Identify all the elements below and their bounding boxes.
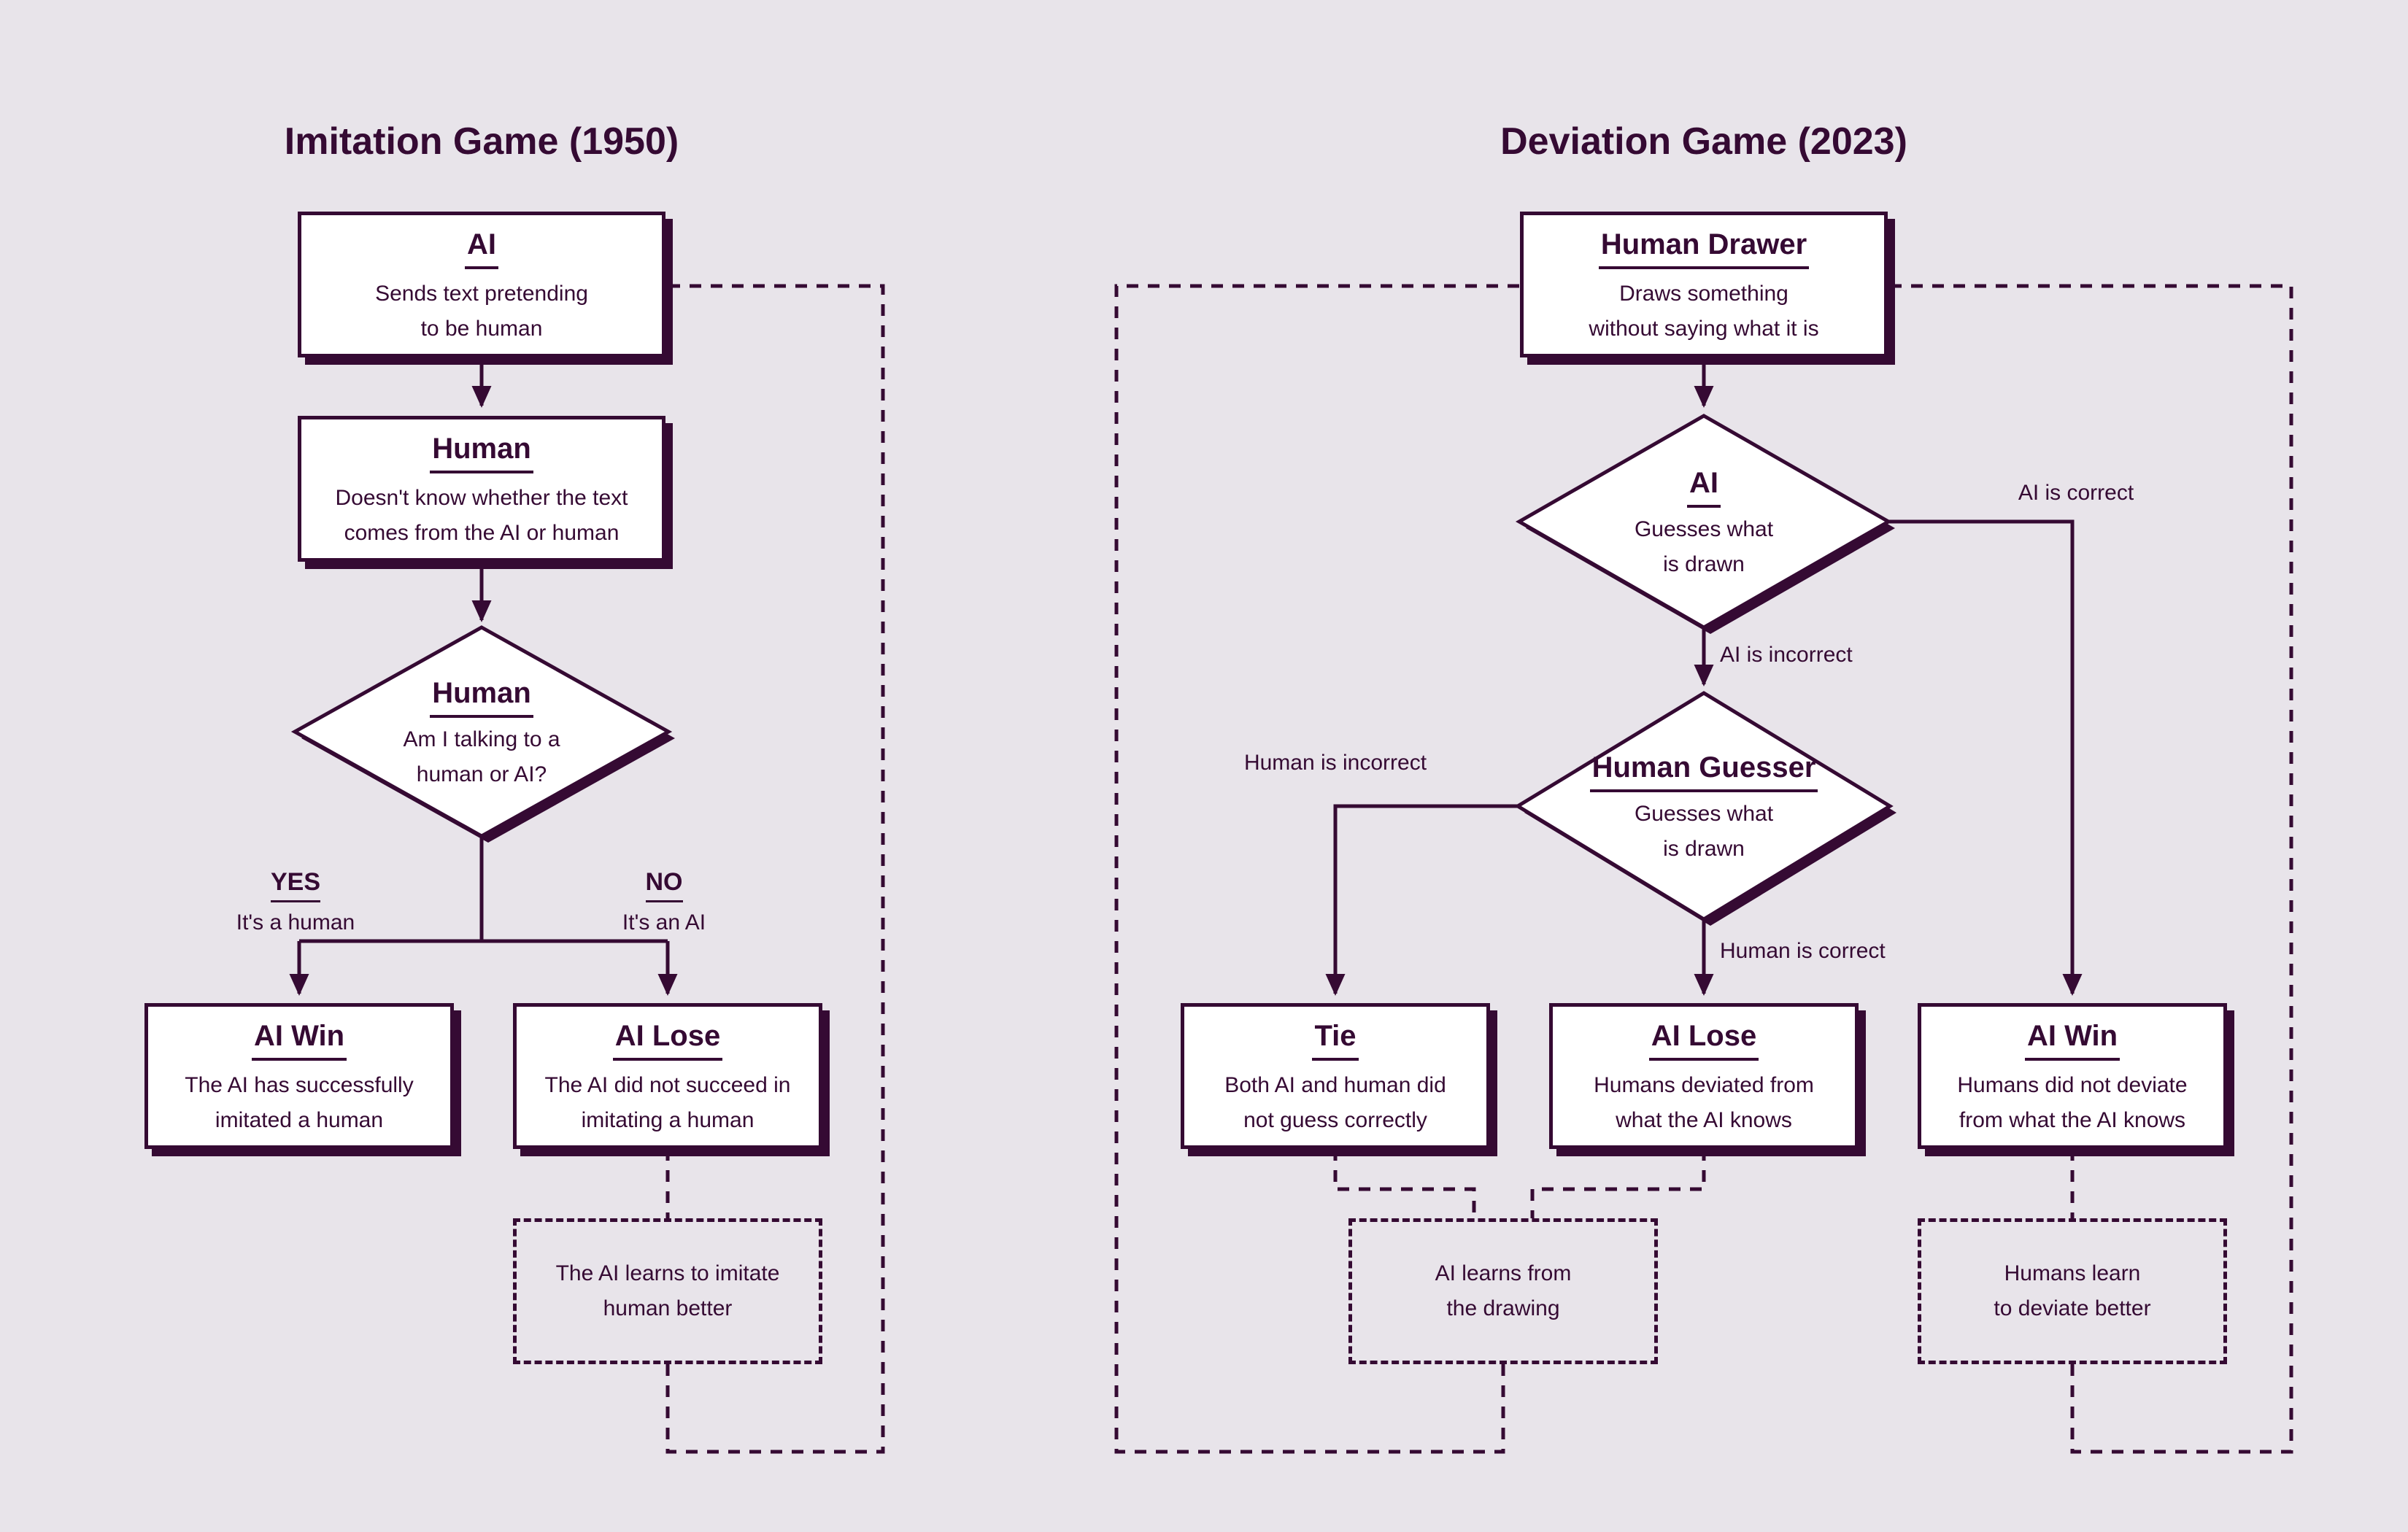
box-right-tie-body: Both AI and human did not guess correctl… xyxy=(1224,1073,1446,1132)
diamond-left-human-body: Am I talking to a human or AI? xyxy=(403,727,560,786)
box-left-ai-learns: The AI learns to imitate human better xyxy=(513,1218,822,1364)
diamond-human-guesser-label: Human Guesser Guesses what is drawn xyxy=(1518,693,1890,919)
box-right-human-drawer-heading: Human Drawer xyxy=(1598,228,1810,269)
box-left-human-heading: Human xyxy=(430,433,533,473)
right-tie-to-ailearn xyxy=(1333,1149,1476,1218)
branch-label-human-incorrect: Human is incorrect xyxy=(1243,751,1427,775)
branch-label-ai-correct: AI is correct xyxy=(2018,481,2134,505)
box-left-ai-learns-body: The AI learns to imitate human better xyxy=(555,1261,780,1320)
box-right-humans-learn-body: Humans learn to deviate better xyxy=(1994,1261,2151,1320)
branch-label-yes-title: YES xyxy=(270,868,321,902)
box-right-tie-heading: Tie xyxy=(1312,1020,1359,1061)
arrow-aicorrect-to-aiwin xyxy=(1888,519,2083,996)
branch-label-no-title: NO xyxy=(645,868,683,902)
box-right-human-drawer: Human Drawer Draws something without say… xyxy=(1520,212,1888,357)
branch-label-yes-sub: It's a human xyxy=(236,910,355,935)
box-left-human: Human Doesn't know whether the text come… xyxy=(298,416,665,562)
arrow-humanincorrect-to-tie xyxy=(1325,804,1518,996)
box-left-ai-win: AI Win The AI has successfully imitated … xyxy=(144,1003,454,1149)
branch-label-ai-incorrect: AI is incorrect xyxy=(1720,643,1853,667)
diamond-ai-guesser-label: AI Guesses what is drawn xyxy=(1519,416,1888,627)
diamond-left-human-label: Human Am I talking to a human or AI? xyxy=(295,627,668,836)
box-left-ai: AI Sends text pretending to be human xyxy=(298,212,665,357)
box-left-ai-win-body: The AI has successfully imitated a human xyxy=(185,1073,414,1132)
box-right-ai-win-body: Humans did not deviate from what the AI … xyxy=(1957,1073,2188,1132)
right-diagram-title: Deviation Game (2023) xyxy=(1500,120,1907,163)
decision-diamond-ai-guesser xyxy=(1515,414,1895,634)
box-left-ai-lose-heading: AI Lose xyxy=(612,1020,723,1061)
box-right-ai-win-heading: AI Win xyxy=(2024,1020,2120,1061)
box-right-ai-learns-body: AI learns from the drawing xyxy=(1435,1261,1572,1320)
box-right-ai-lose-heading: AI Lose xyxy=(1648,1020,1759,1061)
diamond-human-guesser-body: Guesses what is drawn xyxy=(1634,802,1774,861)
left-feedback-loop xyxy=(665,284,885,1454)
right-ailearn-feedback-loop xyxy=(1114,284,1520,1454)
box-right-ai-win: AI Win Humans did not deviate from what … xyxy=(1918,1003,2227,1149)
right-ailose-to-ailearn xyxy=(1530,1149,1706,1218)
box-right-humans-learn: Humans learn to deviate better xyxy=(1918,1218,2227,1364)
branch-label-no-sub: It's an AI xyxy=(622,910,706,935)
box-left-human-body: Doesn't know whether the text comes from… xyxy=(335,486,628,545)
box-left-ai-lose: AI Lose The AI did not succeed in imitat… xyxy=(513,1003,822,1149)
diamond-left-human-heading: Human xyxy=(430,677,533,718)
box-left-ai-win-heading: AI Win xyxy=(251,1020,347,1061)
branch-label-no: NO It's an AI xyxy=(555,868,773,936)
box-right-ai-learns: AI learns from the drawing xyxy=(1348,1218,1658,1364)
box-left-ai-heading: AI xyxy=(465,228,498,269)
box-left-ai-body: Sends text pretending to be human xyxy=(375,282,588,341)
box-right-human-drawer-body: Draws something without saying what it i… xyxy=(1589,282,1819,341)
left-diagram-title: Imitation Game (1950) xyxy=(284,120,679,163)
box-right-tie: Tie Both AI and human did not guess corr… xyxy=(1181,1003,1490,1149)
box-right-ai-lose: AI Lose Humans deviated from what the AI… xyxy=(1549,1003,1859,1149)
diamond-ai-guesser-body: Guesses what is drawn xyxy=(1634,517,1774,576)
decision-diamond-left-human xyxy=(290,625,675,843)
decision-diamond-human-guesser xyxy=(1514,691,1896,926)
diamond-ai-guesser-heading: AI xyxy=(1687,467,1721,508)
box-left-ai-lose-body: The AI did not succeed in imitating a hu… xyxy=(544,1073,791,1132)
right-humanslearn-feedback-loop xyxy=(1888,284,2293,1454)
branch-label-yes: YES It's a human xyxy=(186,868,405,936)
branch-label-human-correct: Human is correct xyxy=(1720,939,1886,963)
box-right-ai-lose-body: Humans deviated from what the AI knows xyxy=(1594,1073,1814,1132)
diamond-human-guesser-heading: Human Guesser xyxy=(1589,751,1818,792)
